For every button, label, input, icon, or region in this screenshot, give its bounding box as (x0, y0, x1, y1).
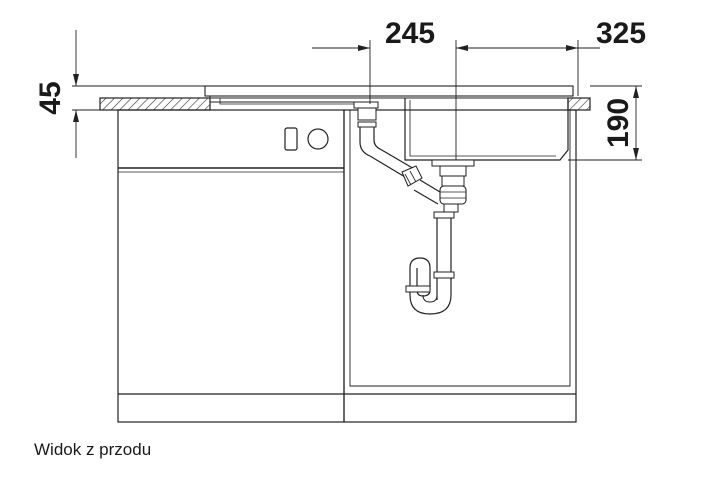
dimension-bowl-depth (568, 85, 642, 161)
dishwasher-controls (284, 127, 329, 151)
drain-trap (405, 159, 475, 315)
dimension-horizontal (312, 40, 600, 160)
dimension-325-label: 325 (596, 17, 646, 50)
dimension-190-label: 190 (602, 98, 635, 148)
sink-rim (204, 85, 574, 105)
overflow-pipe (353, 101, 441, 205)
sink-cabinet (343, 109, 577, 423)
worktop (99, 97, 591, 111)
dimension-245-label: 245 (385, 17, 435, 50)
sink-bowl (404, 98, 569, 161)
dimension-45-label: 45 (34, 81, 67, 114)
view-caption: Widok z przodu (34, 440, 152, 459)
dimension-worktop (72, 30, 205, 158)
dishwasher-cabinet (117, 109, 345, 423)
